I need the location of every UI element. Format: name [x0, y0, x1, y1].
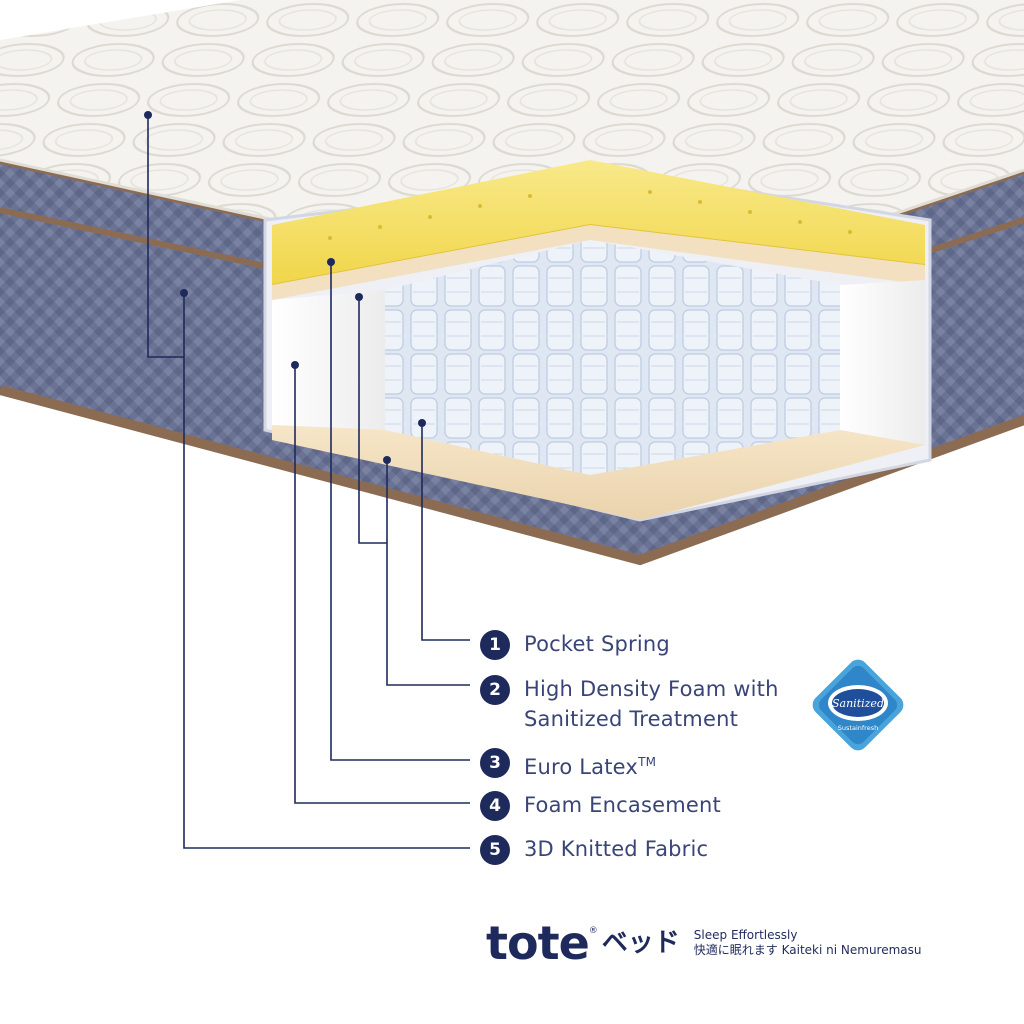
layer-label-line-2: Sanitized Treatment — [524, 707, 739, 731]
sanitized-logo-subtitle: Sustainfresh — [838, 724, 878, 732]
layer-label: Euro LatexTM — [524, 747, 656, 782]
layer-item-high-density-foam: 2 High Density Foam with Sanitized Treat… — [480, 674, 779, 734]
brand-lockup: tote ® ベッド Sleep Effortlessly 快適に眠れます Ka… — [486, 918, 922, 968]
cutaway — [263, 160, 932, 522]
tagline-line-2: 快適に眠れます Kaiteki ni Nemuremasu — [693, 943, 922, 957]
layer-label: 3D Knitted Fabric — [524, 837, 709, 861]
layer-label-text: Euro Latex — [524, 755, 639, 779]
trademark-mark: TM — [638, 755, 657, 769]
brand-tagline: Sleep Effortlessly 快適に眠れます Kaiteki ni Ne… — [694, 928, 922, 958]
brand-logo-word: tote — [486, 916, 590, 970]
number-badge: 5 — [480, 835, 510, 865]
layer-label: Foam Encasement — [524, 793, 721, 817]
number-badge: 1 — [480, 630, 510, 660]
layer-label-line-1: High Density Foam with — [524, 677, 779, 701]
number-badge: 2 — [480, 675, 510, 705]
number-badge: 4 — [480, 791, 510, 821]
tagline-line-1: Sleep Effortlessly — [693, 928, 798, 942]
sanitized-logo: Sanitized Sustainfresh — [812, 659, 904, 751]
layer-item-foam-encasement: 4 Foam Encasement — [480, 790, 721, 821]
brand-registered-mark: ® — [588, 926, 598, 936]
layer-label: High Density Foam with Sanitized Treatme… — [524, 674, 779, 734]
sanitized-logo-title: Sanitized — [832, 697, 884, 710]
layer-item-euro-latex: 3 Euro LatexTM — [480, 747, 656, 782]
leader-dots — [144, 111, 426, 464]
layer-item-pocket-spring: 1 Pocket Spring — [480, 629, 670, 660]
layer-item-3d-knitted-fabric: 5 3D Knitted Fabric — [480, 834, 708, 865]
number-badge: 3 — [480, 748, 510, 778]
leader-lines — [147, 115, 470, 849]
brand-logo-kana: ベッド — [601, 928, 680, 958]
layer-label: Pocket Spring — [524, 632, 670, 656]
